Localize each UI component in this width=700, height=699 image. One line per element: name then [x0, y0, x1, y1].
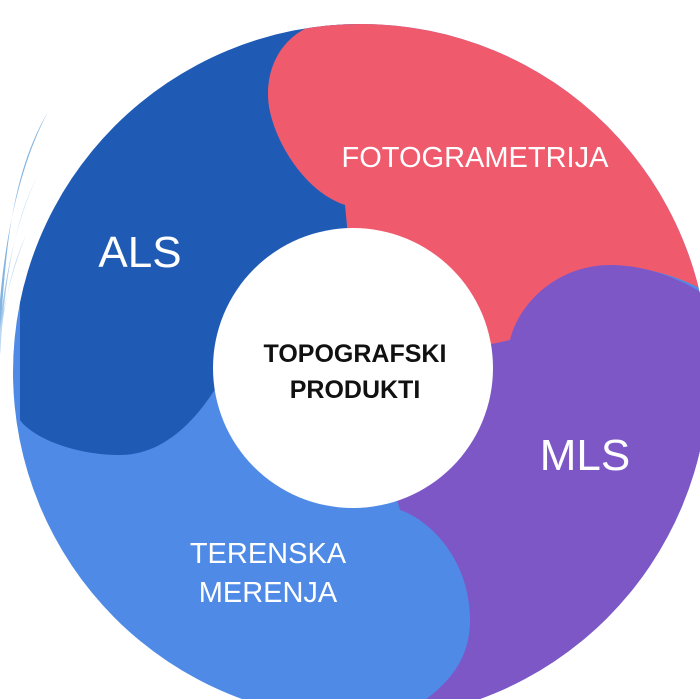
label-terenska-line1: TERENSKA: [190, 538, 347, 570]
label-fotogrametrija: FOTOGRAMETRIJA: [342, 142, 610, 174]
label-als: ALS: [98, 228, 181, 277]
label-mls: MLS: [540, 431, 630, 480]
center-title-line2: PRODUKTI: [290, 376, 421, 404]
label-terenska-line2: MERENJA: [199, 577, 338, 609]
center-title-line1: TOPOGRAFSKI: [264, 340, 447, 368]
center-circle: [213, 228, 493, 508]
